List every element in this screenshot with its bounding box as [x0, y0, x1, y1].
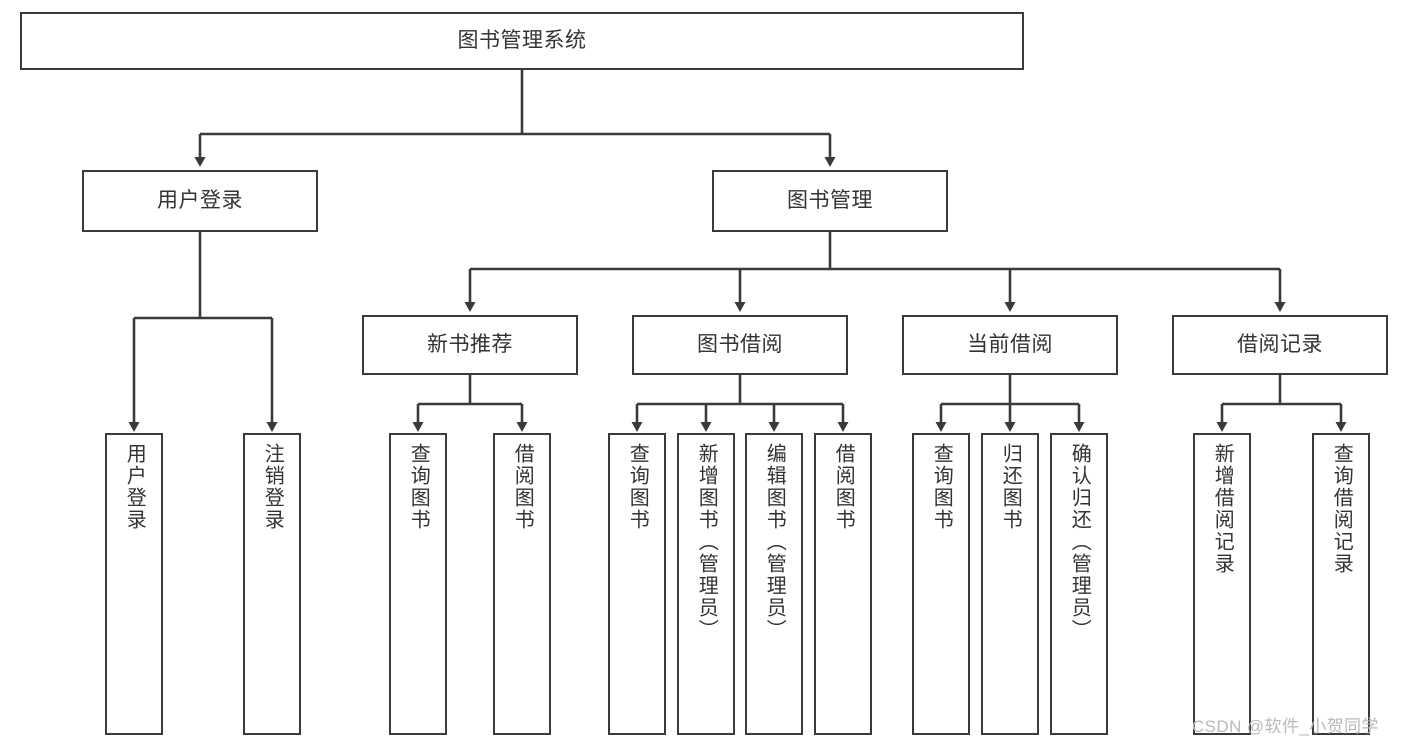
node-borrowing-record[interactable]: 借阅记录: [1172, 315, 1388, 375]
node-book-borrowing[interactable]: 图书借阅: [632, 315, 848, 375]
node-current-borrowing[interactable]: 当前借阅: [902, 315, 1118, 375]
leaf-current-confirm-return-admin[interactable]: 确认归还（管理员）: [1050, 433, 1108, 735]
node-label: 查询图书: [626, 443, 649, 531]
leaf-borrow-borrow-books[interactable]: 借阅图书: [814, 433, 872, 735]
leaf-new-book-query-books[interactable]: 查询图书: [389, 433, 447, 735]
leaf-current-return-books[interactable]: 归还图书: [981, 433, 1039, 735]
node-label: 图书管理: [787, 189, 873, 213]
leaf-user-login-logout[interactable]: 注销登录: [243, 433, 301, 735]
node-label: 查询图书: [407, 443, 430, 531]
leaf-borrow-edit-book-admin[interactable]: 编辑图书（管理员）: [745, 433, 803, 735]
node-root-book-management-system[interactable]: 图书管理系统: [20, 12, 1024, 70]
leaf-borrow-add-book-admin[interactable]: 新增图书（管理员）: [677, 433, 735, 735]
node-label: 查询借阅记录: [1330, 443, 1353, 575]
node-label: 用户登录: [123, 443, 146, 531]
leaf-borrow-query-books[interactable]: 查询图书: [608, 433, 666, 735]
node-label: 图书管理系统: [457, 29, 587, 53]
node-label: 编辑图书（管理员）: [763, 443, 786, 641]
node-label: 新增图书（管理员）: [695, 443, 718, 641]
node-new-book-recommendation[interactable]: 新书推荐: [362, 315, 578, 375]
node-user-login[interactable]: 用户登录: [82, 170, 318, 232]
leaf-user-login-login[interactable]: 用户登录: [105, 433, 163, 735]
leaf-record-add-record[interactable]: 新增借阅记录: [1193, 433, 1251, 735]
node-label: 新增借阅记录: [1211, 443, 1234, 575]
leaf-new-book-borrow-books[interactable]: 借阅图书: [493, 433, 551, 735]
node-label: 新书推荐: [427, 333, 513, 357]
node-label: 当前借阅: [967, 333, 1053, 357]
csdn-watermark: CSDN @软件_小贺同学: [1192, 717, 1379, 736]
leaf-current-query-books[interactable]: 查询图书: [912, 433, 970, 735]
node-label: 用户登录: [157, 189, 243, 213]
node-label: 查询图书: [930, 443, 953, 531]
node-label: 图书借阅: [697, 333, 783, 357]
node-label: 归还图书: [999, 443, 1022, 531]
node-book-management[interactable]: 图书管理: [712, 170, 948, 232]
node-label: 借阅图书: [832, 443, 855, 531]
leaf-record-query-record[interactable]: 查询借阅记录: [1312, 433, 1370, 735]
node-label: 确认归还（管理员）: [1068, 443, 1091, 641]
node-label: 借阅图书: [511, 443, 534, 531]
node-label: 注销登录: [261, 443, 284, 531]
node-label: 借阅记录: [1237, 333, 1323, 357]
